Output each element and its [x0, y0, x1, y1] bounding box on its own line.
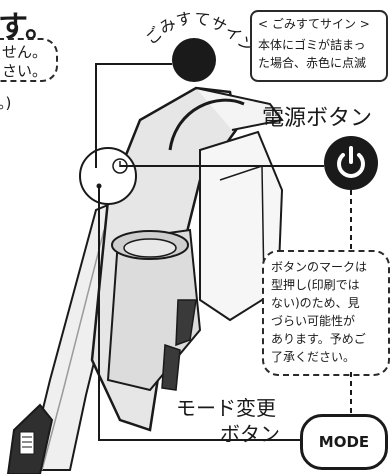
mode-button-text: MODE [318, 433, 370, 451]
note-fragment-box: せん。 さい。 [0, 38, 58, 82]
mode-button-label-line-1: モード変更 [176, 396, 276, 420]
dust-callout-title: < ごみすてサイン > [258, 17, 370, 31]
mode-button-label-line-2: ボタン [220, 422, 280, 446]
power-note-line-4: づらい可能性が [271, 314, 356, 328]
mode-button[interactable]: MODE [300, 414, 388, 470]
power-icon [337, 146, 365, 178]
dust-indicator-callout: < ごみすてサイン > 本体にゴミが詰まっ た場合、赤色に点滅 [250, 10, 388, 82]
power-note-line-1: ボタンのマークは [271, 260, 368, 274]
paren-fragment: 。) [0, 94, 12, 112]
power-note-line-5: あります。予めご [271, 332, 366, 346]
power-note-line-3: ない)のため、見 [271, 296, 360, 310]
note-fragment-line-1: せん。 [2, 43, 48, 61]
power-button-label: 電源ボタン [262, 106, 373, 131]
control-panel [79, 147, 137, 205]
note-fragment-line-2: さい。 [2, 62, 48, 80]
dust-callout-line-2: た場合、赤色に点滅 [258, 56, 367, 70]
dust-indicator-lamp [172, 38, 216, 82]
vacuum-nozzle [6, 403, 54, 474]
power-note-line-6: 了承ください。 [271, 350, 356, 364]
power-note-box: ボタンのマークは 型押し(印刷では ない)のため、見 づらい可能性が あります。… [262, 250, 390, 376]
vacuum-body [90, 86, 284, 432]
power-button[interactable] [324, 136, 378, 190]
power-note-line-2: 型押し(印刷では [271, 278, 360, 292]
dust-callout-line-1: 本体にゴミが詰まっ [258, 38, 366, 52]
